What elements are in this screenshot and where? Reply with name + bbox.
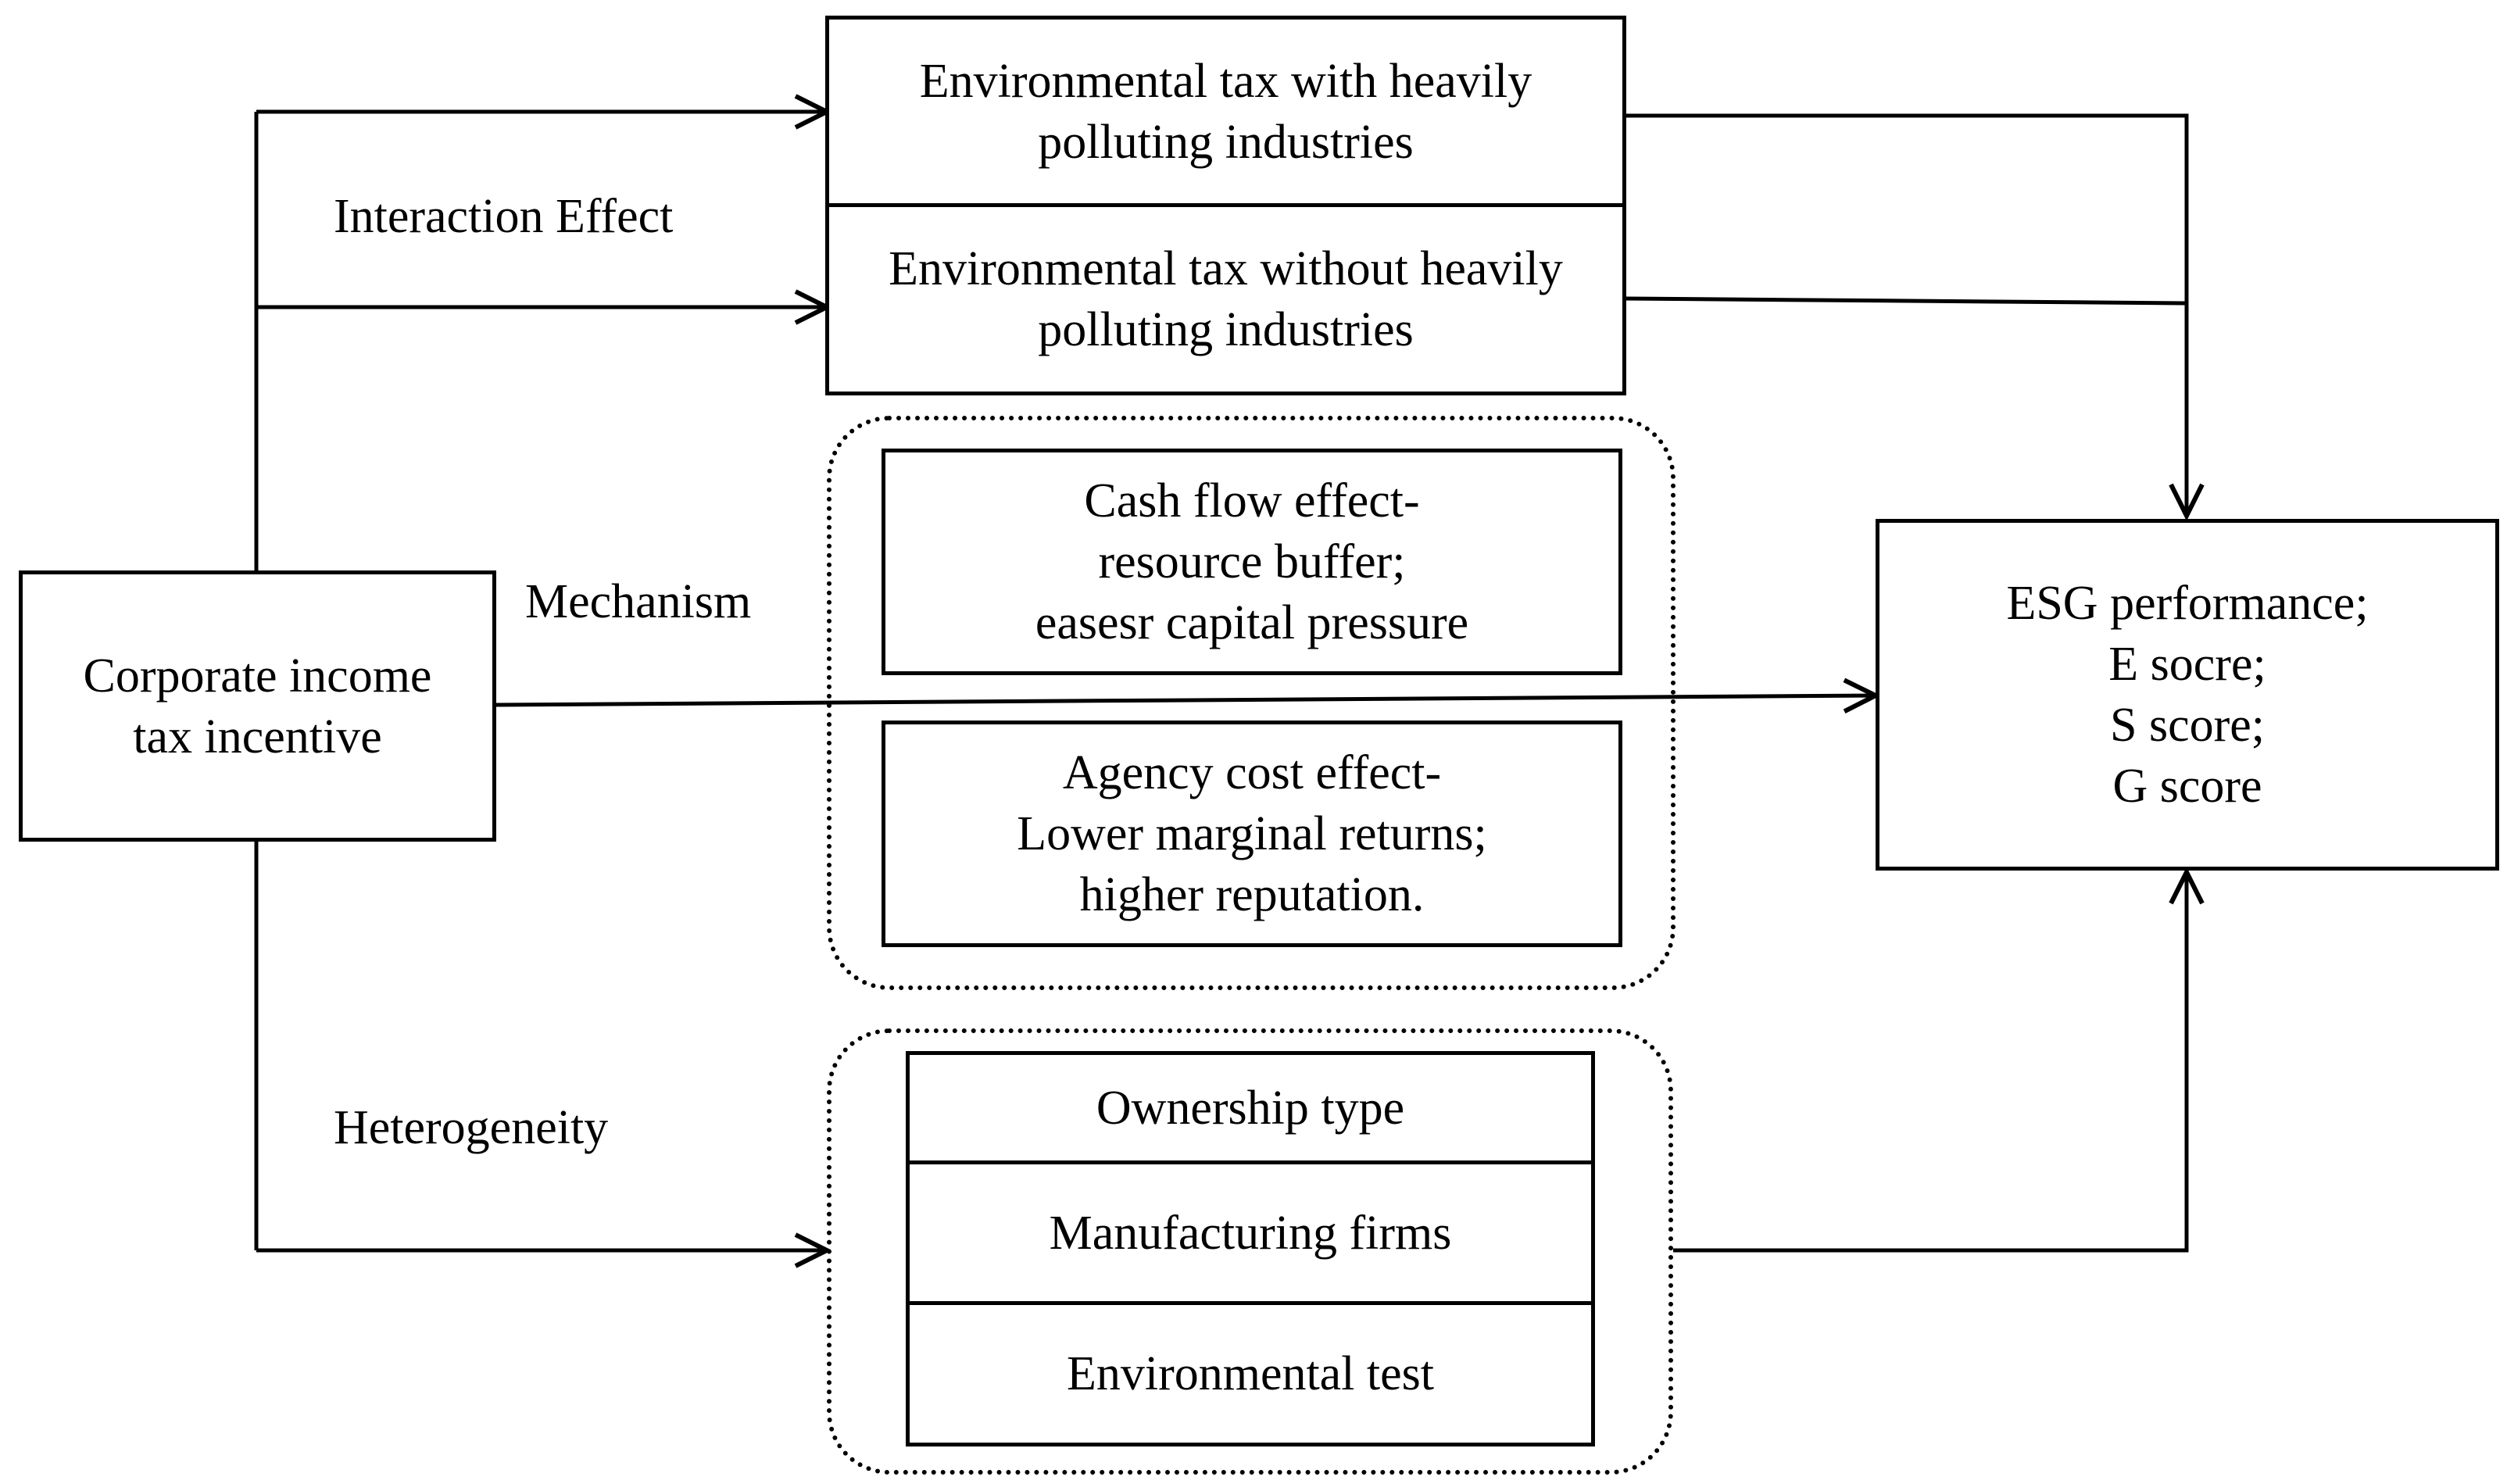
source-line-1: Corporate income (83, 649, 432, 703)
line-env-without-to-esg (1623, 296, 2186, 306)
heterogeneity-label: Heterogeneity (334, 1101, 609, 1154)
target-line-1: ESG performance; (2006, 577, 2369, 630)
env-tax-with-polluting-box: Environmental tax with heavily polluting… (825, 16, 1626, 208)
manufacturing-label: Manufacturing firms (1049, 1206, 1452, 1260)
env-tax-without-polluting-box: Environmental tax without heavily pollut… (825, 203, 1626, 395)
env-without-line-2: polluting industries (1038, 303, 1414, 356)
target-line-4: G score (2112, 760, 2262, 813)
arrow-heterogeneity-to-esg (1673, 872, 2187, 1253)
mechanism-group (827, 416, 1676, 990)
corporate-income-tax-incentive-box: Corporate income tax incentive (19, 570, 496, 842)
heterogeneity-group (827, 1028, 1673, 1475)
ownership-label: Ownership type (1096, 1081, 1405, 1135)
target-line-3: S score; (2109, 699, 2266, 752)
environmental-test-box: Environmental test (906, 1301, 1595, 1446)
agency-line-1: Agency cost effect- (1062, 746, 1442, 799)
manufacturing-firms-box: Manufacturing firms (906, 1160, 1595, 1305)
cash-flow-line-1: Cash flow effect- (1084, 474, 1420, 527)
line-env-with-to-esg (1624, 113, 2187, 516)
mechanism-label: Mechanism (525, 575, 752, 628)
env-test-label: Environmental test (1066, 1347, 1435, 1400)
ownership-type-box: Ownership type (906, 1051, 1595, 1164)
arrow-source-to-esg (493, 696, 1876, 705)
esg-performance-box: ESG performance; E socre; S score; G sco… (1876, 519, 2499, 871)
env-without-line-1: Environmental tax without heavily (889, 242, 1563, 295)
target-line-2: E socre; (2108, 638, 2266, 691)
interaction-effect-label: Interaction Effect (334, 190, 674, 243)
agency-line-3: higher reputation. (1079, 868, 1425, 921)
env-with-line-2: polluting industries (1038, 116, 1414, 169)
agency-cost-effect-box: Agency cost effect- Lower marginal retur… (882, 721, 1622, 947)
cash-flow-line-2: resource buffer; (1098, 535, 1406, 588)
cash-flow-effect-box: Cash flow effect- resource buffer; eases… (882, 449, 1622, 675)
agency-line-2: Lower marginal returns; (1017, 807, 1487, 860)
cash-flow-line-3: easesr capital pressure (1035, 596, 1469, 649)
source-line-2: tax incentive (133, 710, 382, 763)
env-with-line-1: Environmental tax with heavily (919, 55, 1532, 108)
